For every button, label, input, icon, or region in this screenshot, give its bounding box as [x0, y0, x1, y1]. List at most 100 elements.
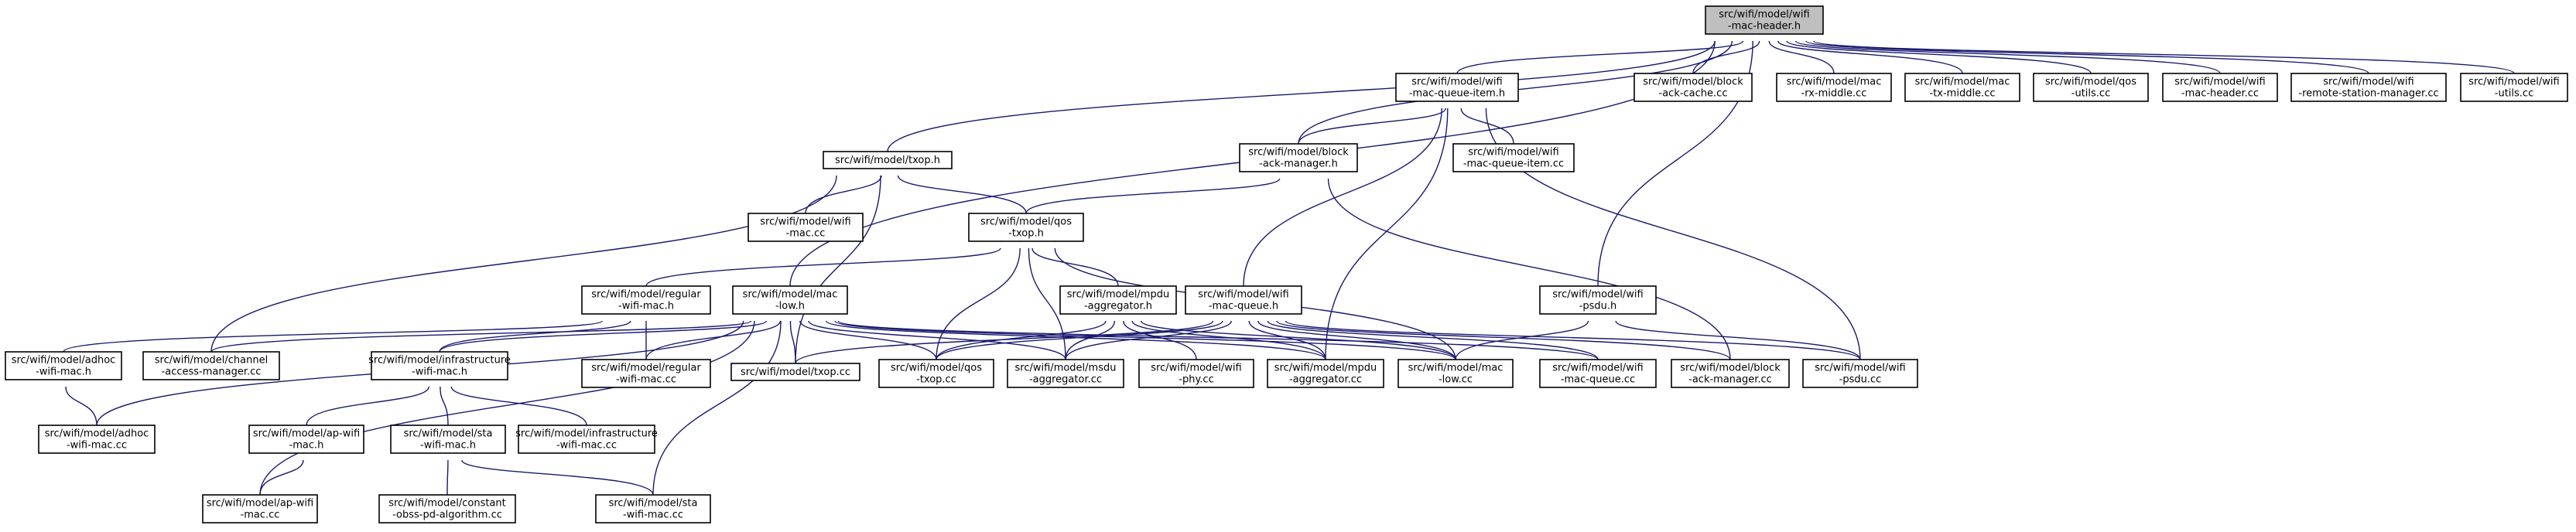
node-wifi-mac-queue-item-h[interactable]: src/wifi/model/wifi-mac-queue-item.h: [1395, 73, 1519, 102]
node-label-line: src/wifi/model/wifi: [2323, 77, 2414, 88]
node-box: [730, 363, 860, 381]
node-label-line: src/wifi/model/wifi: [1552, 289, 1643, 301]
node-label-line: src/wifi/model/mac: [1915, 77, 2010, 88]
edge-txop-cc-to-mac-low-h: [786, 306, 796, 364]
node-mac-tx-middle-cc[interactable]: src/wifi/model/mac-tx-middle.cc: [1904, 73, 2020, 102]
node-box: [390, 425, 506, 454]
node-block-ack-cache-cc[interactable]: src/wifi/model/block-ack-cache.cc: [1634, 73, 1753, 102]
edge-sta-wifi-mac-h-to-infrastructure-wifi-mac-h: [436, 372, 449, 426]
node-qos-txop-cc[interactable]: src/wifi/model/qos-txop.cc: [878, 359, 994, 388]
node-sta-wifi-mac-cc[interactable]: src/wifi/model/sta-wifi-mac.cc: [595, 494, 711, 523]
node-label-line: -obss-pd-algorithm.cc: [392, 510, 502, 521]
node-constant-obss-pd-algorithm-cc[interactable]: src/wifi/model/constant-obss-pd-algorith…: [378, 494, 516, 523]
node-label-line: -mac-header.h: [1728, 21, 1801, 32]
node-label-line: src/wifi/model/msdu: [1015, 363, 1117, 374]
edge-mac-low-cc-to-wifi-psdu-h: [1455, 306, 1592, 360]
node-label-line: -ack-cache.cc: [1659, 88, 1728, 100]
node-wifi-mac-header-cc[interactable]: src/wifi/model/wifi-mac-header.cc: [2162, 73, 2278, 102]
node-box: [1671, 359, 1790, 388]
node-label-line: src/wifi/model/wifi: [1815, 363, 1905, 374]
node-mpdu-aggregator-h[interactable]: src/wifi/model/mpdu-aggregator.h: [1059, 285, 1177, 315]
node-box: [1904, 73, 2020, 102]
edge-wifi-mac-cc-to-txop-h: [805, 161, 885, 214]
node-label-line: -remote-station-manager.cc: [2298, 88, 2438, 100]
node-box: [1705, 5, 1824, 35]
node-ap-wifi-mac-cc[interactable]: src/wifi/model/ap-wifi-mac.cc: [202, 494, 318, 523]
node-box: [1452, 143, 1575, 172]
node-box: [1138, 359, 1254, 388]
node-wifi-psdu-h[interactable]: src/wifi/model/wifi-psdu.h: [1539, 285, 1657, 315]
node-label-line: -aggregator.cc: [1289, 374, 1362, 386]
node-txop-cc[interactable]: src/wifi/model/txop.cc: [730, 363, 860, 381]
node-sta-wifi-mac-h[interactable]: src/wifi/model/sta-wifi-mac.h: [390, 425, 506, 454]
node-label-line: src/wifi/model/wifi: [1198, 289, 1288, 301]
node-regular-wifi-mac-cc[interactable]: src/wifi/model/regular-wifi-mac.cc: [581, 359, 711, 388]
node-txop-h[interactable]: src/wifi/model/txop.h: [823, 151, 953, 169]
node-label-line: -wifi-mac.cc: [556, 440, 617, 452]
node-channel-access-manager-cc[interactable]: src/wifi/model/channel-access-manager.cc: [142, 351, 280, 380]
node-label-line: -wifi-mac.h: [618, 301, 674, 312]
node-mac-rx-middle-cc[interactable]: src/wifi/model/mac-rx-middle.cc: [1776, 73, 1892, 102]
node-box: [1059, 285, 1177, 315]
node-label-line: -wifi-mac.h: [412, 367, 467, 378]
node-label-line: -wifi-mac.h: [36, 367, 91, 378]
node-wifi-mac-queue-cc[interactable]: src/wifi/model/wifi-mac-queue.cc: [1539, 359, 1657, 388]
edge-mpdu-aggregator-cc-to-mac-low-h: [822, 306, 1326, 360]
node-wifi-mac-queue-h[interactable]: src/wifi/model/wifi-mac-queue.h: [1185, 285, 1302, 315]
edge-wifi-psdu-cc-to-wifi-psdu-h: [1612, 306, 1861, 360]
node-label-line: -wifi-mac.cc: [623, 510, 683, 521]
node-label-line: src/wifi/model/sta: [404, 428, 493, 440]
node-label-line: src/wifi/model/wifi: [1411, 77, 1502, 88]
node-label-line: -mac.cc: [241, 510, 280, 521]
node-regular-wifi-mac-h[interactable]: src/wifi/model/regular-wifi-mac.h: [581, 285, 711, 315]
node-wifi-remote-station-manager-cc[interactable]: src/wifi/model/wifi-remote-station-manag…: [2290, 73, 2447, 102]
node-wifi-phy-cc[interactable]: src/wifi/model/wifi-phy.cc: [1138, 359, 1254, 388]
node-box: [38, 425, 156, 454]
node-box: [2033, 73, 2149, 102]
node-label-line: -mac.cc: [786, 228, 826, 240]
edge-wifi-mac-queue-h-to-wifi-mac-queue-item-h: [1243, 94, 1445, 287]
node-box: [968, 213, 1084, 242]
node-label-line: -ack-manager.h: [1259, 159, 1338, 170]
edge-block-ack-manager-cc-to-block-ack-manager-h: [1324, 164, 1731, 360]
node-label-line: src/wifi/model/adhoc: [12, 355, 116, 367]
node-label-line: -psdu.h: [1579, 301, 1617, 312]
node-qos-txop-h[interactable]: src/wifi/model/qos-txop.h: [968, 213, 1084, 242]
node-block-ack-manager-h[interactable]: src/wifi/model/block-ack-manager.h: [1239, 143, 1358, 172]
node-box: [2460, 73, 2568, 102]
node-msdu-aggregator-cc[interactable]: src/wifi/model/msdu-aggregator.cc: [1007, 359, 1124, 388]
node-wifi-psdu-cc[interactable]: src/wifi/model/wifi-psdu.cc: [1802, 359, 1918, 388]
node-infrastructure-wifi-mac-cc[interactable]: src/wifi/model/infrastructure-wifi-mac.c…: [515, 425, 658, 454]
node-wifi-mac-queue-item-cc[interactable]: src/wifi/model/wifi-mac-queue-item.cc: [1452, 143, 1575, 172]
node-box: [1007, 359, 1124, 388]
node-block-ack-manager-cc[interactable]: src/wifi/model/block-ack-manager.cc: [1671, 359, 1790, 388]
node-wifi-utils-cc[interactable]: src/wifi/model/wifi-utils.cc: [2460, 73, 2568, 102]
edge-ap-wifi-mac-cc-to-mac-low-h: [259, 306, 758, 496]
node-qos-utils-cc[interactable]: src/wifi/model/qos-utils.cc: [2033, 73, 2149, 102]
node-label-line: src/wifi/model/block: [1248, 147, 1349, 159]
node-label-line: src/wifi/model/ap-wifi: [253, 428, 360, 440]
node-mac-low-cc[interactable]: src/wifi/model/mac-low.cc: [1397, 359, 1514, 388]
node-label-line: -txop.h: [1008, 228, 1044, 240]
node-box: [732, 285, 848, 315]
node-infrastructure-wifi-mac-h[interactable]: src/wifi/model/infrastructure-wifi-mac.h: [368, 351, 511, 380]
node-adhoc-wifi-mac-h[interactable]: src/wifi/model/adhoc-wifi-mac.h: [5, 351, 122, 380]
node-label-line: src/wifi/model/constant: [388, 498, 506, 510]
node-wifi-mac-cc[interactable]: src/wifi/model/wifi-mac.cc: [747, 213, 864, 242]
node-label-line: src/wifi/model/mac: [1787, 77, 1882, 88]
node-box: [378, 494, 516, 523]
node-label-line: -mac-queue.cc: [1561, 374, 1635, 386]
node-label-line: src/wifi/model/ap-wifi: [207, 498, 313, 510]
node-box: [518, 425, 655, 454]
node-adhoc-wifi-mac-cc[interactable]: src/wifi/model/adhoc-wifi-mac.cc: [38, 425, 156, 454]
edge-wifi-psdu-cc-to-wifi-mac-queue-h: [1281, 306, 1861, 360]
node-box: [1539, 285, 1657, 315]
node-mac-low-h[interactable]: src/wifi/model/mac-low.h: [732, 285, 848, 315]
edge-wifi-mac-queue-item-h-to-wifi-mac-header-h: [1456, 26, 1747, 74]
node-label-line: -aggregator.h: [1084, 301, 1152, 312]
node-label-line: src/wifi/model/txop.cc: [741, 367, 850, 378]
node-label-line: src/wifi/model/mpdu: [1274, 363, 1377, 374]
node-mpdu-aggregator-cc[interactable]: src/wifi/model/mpdu-aggregator.cc: [1267, 359, 1384, 388]
node-box: [1239, 143, 1358, 172]
node-ap-wifi-mac-h[interactable]: src/wifi/model/ap-wifi-mac.h: [248, 425, 364, 454]
